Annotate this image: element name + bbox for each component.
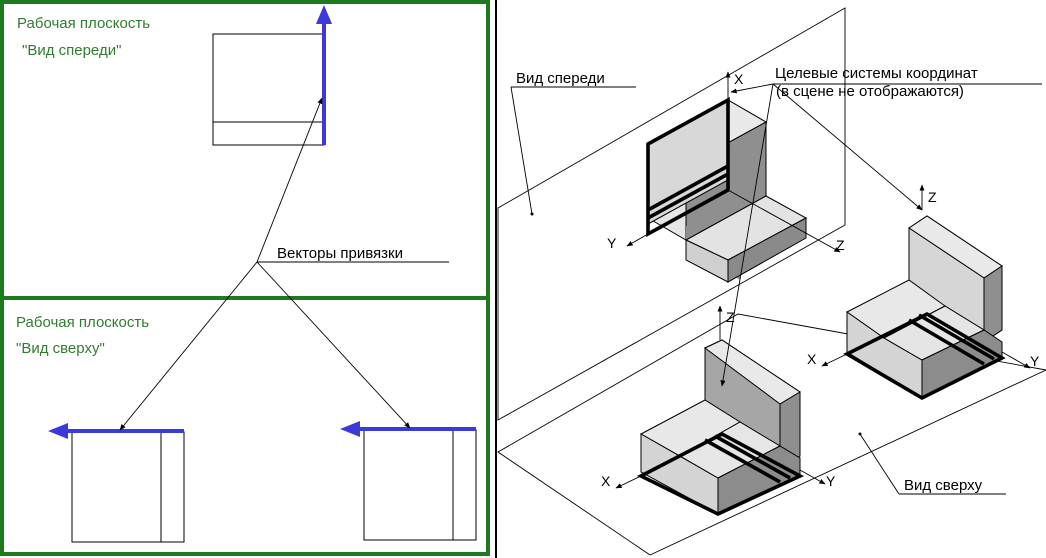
axes-top-left: [615, 305, 826, 489]
left-panel: Рабочая плоскость "Вид спереди" Рабочая …: [0, 0, 497, 558]
top-view-plane: [497, 313, 1046, 556]
top-plane-bracket-left: [637, 339, 805, 516]
target-cs-label: Целевые системы координат: [775, 65, 978, 82]
target-cs-leaders: [720, 83, 1042, 387]
axis-label-x-right: X: [807, 351, 817, 367]
vectors-leader-lines: [119, 97, 449, 431]
top-workplane-subtitle: "Вид сверху": [16, 340, 105, 357]
axis-label-y-front: Y: [607, 235, 617, 251]
front-workplane-title: Рабочая плоскость: [17, 15, 150, 32]
top-anchor-vector-left: [48, 423, 184, 439]
axis-label-y-right: Y: [1030, 353, 1040, 369]
axis-label-x-front: X: [734, 71, 744, 87]
top-view-part-right: [363, 429, 477, 541]
axis-label-x-left: X: [601, 473, 611, 489]
front-view-label: Вид спереди: [516, 70, 605, 87]
top-workplane-frame: [0, 296, 490, 556]
top-view-part-left: [71, 431, 185, 543]
front-anchor-vector: [316, 5, 332, 145]
top-workplane-title: Рабочая плоскость: [16, 314, 149, 331]
front-view-part: [212, 33, 325, 146]
front-plane-bracket: [646, 96, 808, 283]
top-plane-bracket-right: [843, 215, 1006, 401]
top-view-label: Вид сверху: [904, 477, 983, 494]
axis-label-z-left: Z: [726, 309, 735, 325]
axes-front: [626, 71, 841, 253]
right-panel: X Y Z Z X Y Z X Y Целевые системы коорди…: [497, 7, 1046, 556]
target-cs-note: (в сцене не отображаются): [776, 83, 964, 100]
axis-label-y-left: Y: [826, 473, 836, 489]
top-anchor-vector-right: [340, 421, 476, 437]
axis-label-z-right: Z: [928, 189, 937, 205]
front-workplane-subtitle: "Вид спереди": [22, 42, 121, 59]
axis-label-z-front: Z: [836, 237, 845, 253]
vectors-label: Векторы привязки: [277, 245, 403, 262]
